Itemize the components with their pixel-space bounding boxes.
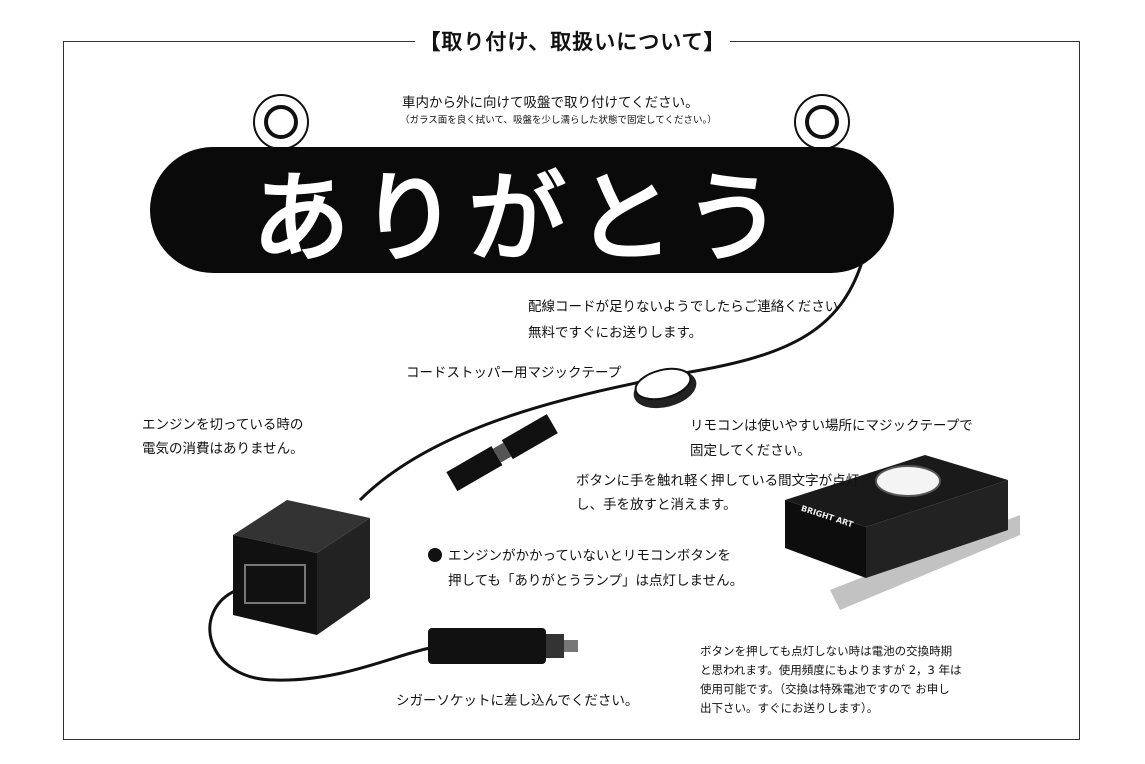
cord-stopper-icon	[633, 367, 697, 409]
page-title: 【取り付け、取扱いについて】	[0, 26, 1145, 56]
socket-text: シガーソケットに差し込んでください。	[396, 693, 639, 709]
stopper-label: コードストッパー用マジックテープ	[406, 365, 622, 381]
remote-text-2: 固定してください。	[690, 443, 811, 459]
battery-text-2: と思われます。使用頻度にもよりますが 2，3 年は	[700, 663, 962, 677]
button-text-1: ボタンに手を触れ軽く押している間文字が点灯	[576, 473, 860, 489]
socket-cord	[208, 588, 431, 682]
mount-text: 車内から外に向けて吸盤で取り付けてください。	[402, 95, 699, 111]
engine-text-1: エンジンを切っている時の	[142, 417, 304, 433]
cord-connector-icon	[446, 414, 558, 492]
remote-text-1: リモコンは使いやすい場所にマジックテープで	[690, 418, 973, 434]
suction-cup-right-icon	[794, 94, 850, 150]
warning-text-1: エンジンがかかっていないとリモコンボタンを	[428, 545, 731, 567]
cord-text-1: 配線コードが足りないようでしたらご連絡ください	[528, 299, 839, 315]
bullet-icon	[428, 548, 442, 562]
power-adapter-icon	[233, 500, 370, 635]
remote-control-icon	[785, 455, 1020, 610]
mount-note: （ガラス面を良く拭いて、吸盤を少し濡らした状態で固定してください。）	[400, 115, 717, 126]
sign-word: ありがとう	[251, 161, 792, 276]
battery-text-3: 使用可能です。（交換は特殊電池ですので お申し	[700, 682, 950, 696]
warning-line-1: エンジンがかかっていないとリモコンボタンを	[448, 548, 731, 564]
sign-body	[150, 147, 894, 273]
battery-text-1: ボタンを押しても点灯しない時は電池の交換時期	[700, 644, 953, 658]
engine-text-2: 電気の消費はありません。	[142, 441, 304, 457]
cigarette-plug-icon	[428, 628, 578, 664]
warning-text-2: 押しても「ありがとうランプ」は点灯しません。	[448, 573, 744, 589]
button-text-2: し、手を放すと消えます。	[576, 497, 737, 513]
battery-text-4: 出下さい。すぐにお送りします）。	[700, 701, 879, 715]
cord-text-2: 無料ですぐにお送りします。	[528, 325, 703, 341]
